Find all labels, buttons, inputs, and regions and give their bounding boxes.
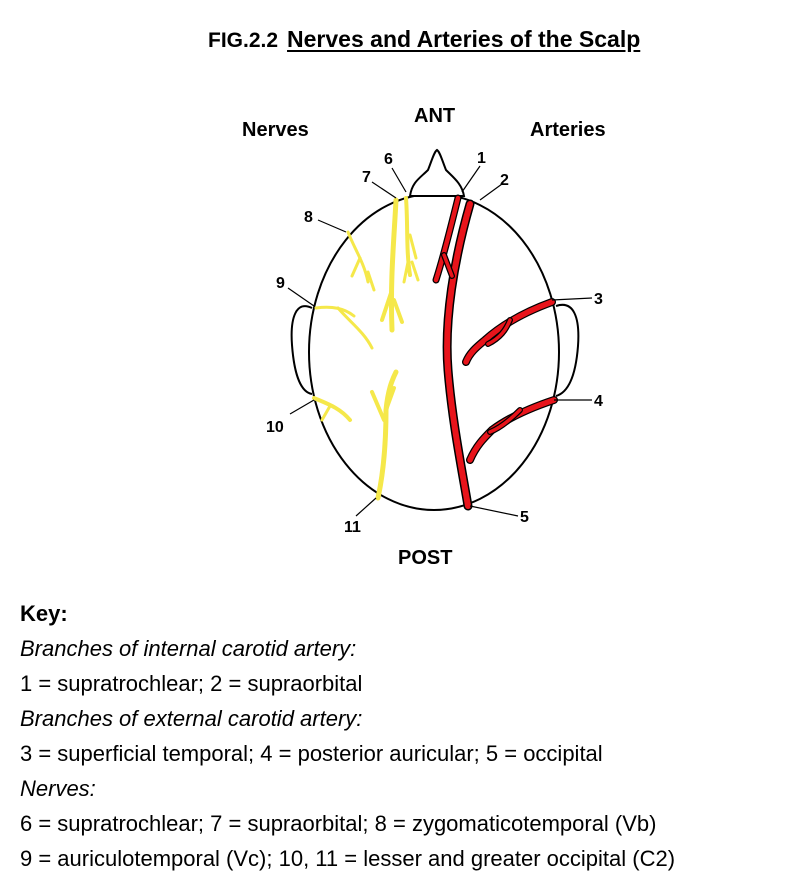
key-line-nerves-2: 9 = auriculotemporal (Vc); 10, 11 = less… (20, 846, 676, 871)
key-line-external: 3 = superficial temporal; 4 = posterior … (20, 741, 603, 766)
left-ear (290, 305, 313, 395)
label-5: 5 (520, 509, 529, 526)
key-subtitle-internal: Branches of internal carotid artery: (20, 636, 357, 661)
figure-title: FIG.2.2 Nerves and Arteries of the Scalp (208, 26, 640, 53)
nerve-10 (312, 396, 352, 422)
nerve-8 (346, 230, 370, 284)
key-subtitle-external: Branches of external carotid artery: (20, 706, 363, 731)
scalp-diagram: 1 2 3 4 5 6 7 8 9 10 11 ANT POST Nerves … (242, 105, 606, 569)
label-8: 8 (304, 209, 313, 226)
nose (408, 148, 466, 197)
label-3: 3 (594, 291, 603, 308)
right-ear (555, 303, 580, 397)
number-labels: 1 2 3 4 5 6 7 8 9 10 11 (266, 150, 603, 536)
nerve-9-branch (336, 306, 374, 350)
label-4: 4 (594, 393, 603, 410)
key-heading: Key: (20, 601, 68, 626)
posterior-label: POST (398, 547, 452, 569)
arteries-label: Arteries (530, 119, 606, 141)
label-6: 6 (384, 151, 393, 168)
leader-lines (287, 165, 593, 517)
label-1: 1 (477, 150, 486, 167)
anterior-label: ANT (414, 105, 455, 127)
nerve-7 (388, 197, 399, 333)
nerve-7-branch (380, 288, 404, 324)
figure-number: FIG.2.2 (208, 29, 279, 52)
nerve-11-branch (370, 386, 396, 422)
nerves (312, 196, 420, 501)
head-outline (308, 193, 560, 511)
nerves-label: Nerves (242, 119, 309, 141)
label-10: 10 (266, 419, 284, 436)
key-line-nerves: 6 = supratrochlear; 7 = supraorbital; 8 … (20, 811, 657, 836)
label-11: 11 (344, 519, 361, 536)
key-section: Key: Branches of internal carotid artery… (20, 596, 675, 876)
nerve-8-branch (350, 256, 376, 292)
figure-name: Nerves and Arteries of the Scalp (287, 26, 641, 52)
label-9: 9 (276, 275, 285, 292)
label-7: 7 (362, 169, 371, 186)
nerve-10-branch (320, 404, 332, 422)
label-2: 2 (500, 172, 509, 189)
nerve-6 (404, 196, 412, 277)
key-line-internal: 1 = supratrochlear; 2 = supraorbital (20, 671, 363, 696)
arteries (432, 194, 558, 511)
nerve-6-branch (402, 233, 420, 284)
key-subtitle-nerves: Nerves: (20, 776, 96, 801)
